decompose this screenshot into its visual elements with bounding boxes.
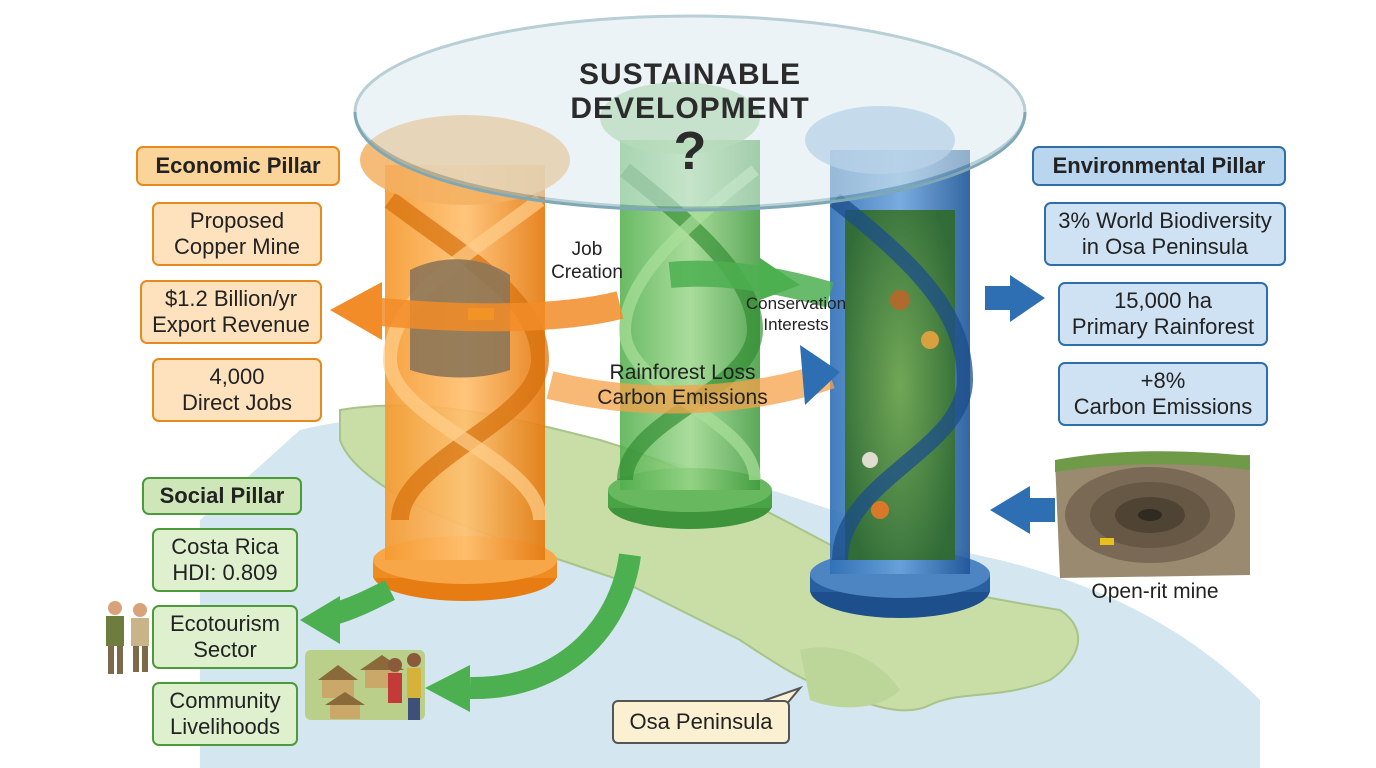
economic-item-export-revenue: $1.2 Billion/yr Export Revenue (140, 280, 322, 344)
ecotourism-hikers (106, 601, 149, 674)
economic-item-copper-mine: Proposed Copper Mine (152, 202, 322, 266)
osa-peninsula-callout: Osa Peninsula (612, 700, 790, 744)
social-item-ecotourism: Ecotourism Sector (152, 605, 298, 669)
open-pit-mine-image (1055, 451, 1250, 578)
social-item-livelihoods: Community Livelihoods (152, 682, 298, 746)
diagram-title: SUSTAINABLE DEVELOPMENT (570, 58, 810, 125)
economic-item-direct-jobs: 4,000 Direct Jobs (152, 358, 322, 422)
environmental-item-biodiversity: 3% World Biodiversity in Osa Peninsula (1044, 202, 1286, 266)
environmental-pillar-heading: Environmental Pillar (1032, 146, 1286, 186)
social-pillar-heading: Social Pillar (142, 477, 302, 515)
community-village (305, 650, 425, 720)
open-pit-mine-label: Open-rit mine (1091, 580, 1219, 603)
social-item-hdi: Costa Rica HDI: 0.809 (152, 528, 298, 592)
flow-label-job-creation: Job Creation (551, 239, 623, 283)
environmental-item-carbon: +8% Carbon Emissions (1058, 362, 1268, 426)
glass-tabletop (353, 14, 1027, 212)
flow-label-rainforest-loss: Rainforest Loss Carbon Emissions (597, 361, 768, 409)
flow-arrows (300, 258, 1055, 712)
environmental-item-rainforest: 15,000 ha Primary Rainforest (1058, 282, 1268, 346)
question-mark: ? (673, 121, 707, 181)
flow-label-conservation: Conservation Interests (745, 294, 847, 334)
economic-pillar-heading: Economic Pillar (136, 146, 340, 186)
